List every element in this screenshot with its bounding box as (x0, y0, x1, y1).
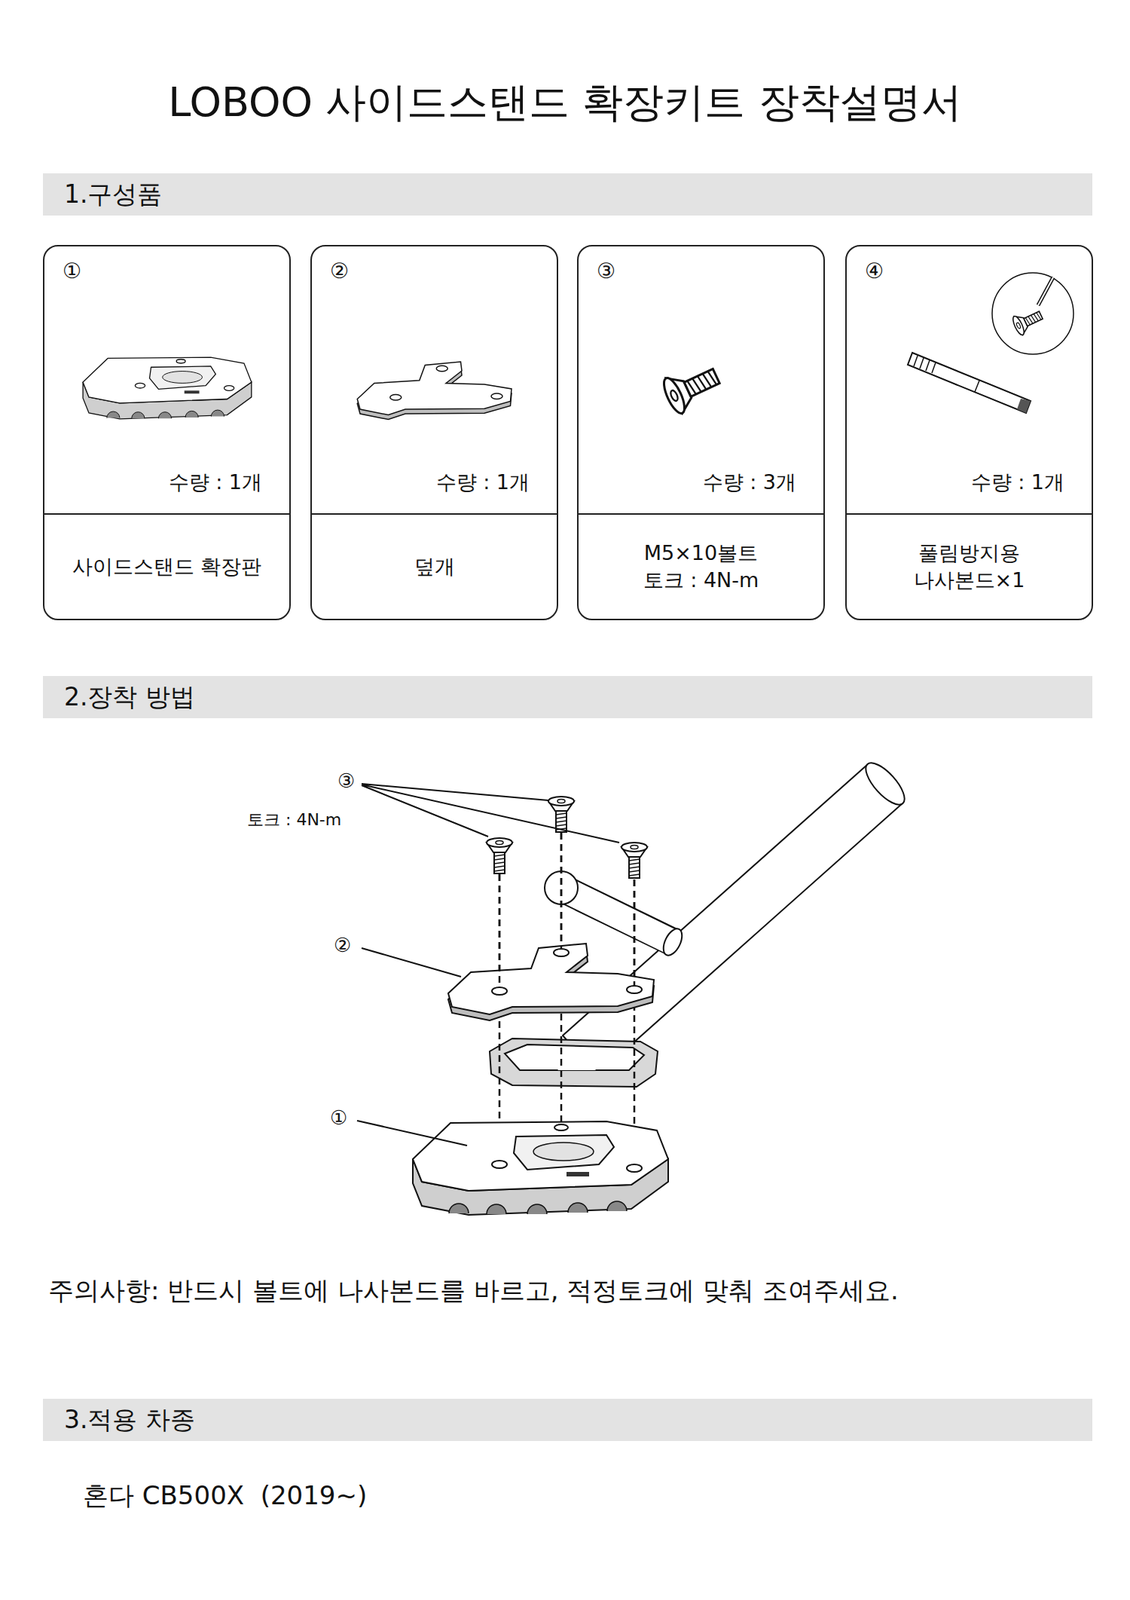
part-name: M5×10볼트 토크 : 4N-m (629, 539, 773, 595)
callout-number: ① (62, 258, 82, 285)
part-name: 풀림방지용 나사본드×1 (897, 539, 1042, 595)
divider-line (311, 513, 557, 515)
part-box: M5×10볼트 토크 : 4N-m ③ 수량 : 3개 (577, 244, 825, 620)
divider-line (846, 513, 1092, 515)
part-box: 덮개 ② 수량 : 1개 (310, 244, 559, 620)
section-heading: 2.장착 방법 (42, 675, 1093, 718)
section-band: 2.장착 방법 (42, 675, 1093, 718)
callout-number: ③ (596, 258, 616, 285)
callout-number: ② (333, 932, 352, 959)
section-band: 3.적용 차종 (42, 1398, 1093, 1441)
quantity-text: 수량 : 1개 (436, 469, 530, 495)
part-name: 덮개 (414, 552, 456, 581)
quantity-text: 수량 : 1개 (971, 469, 1065, 495)
part-box: 풀림방지용 나사본드×1 ④ 수량 : 1개 (845, 244, 1094, 620)
torque-note: 토크 : 4N-m (247, 809, 342, 831)
callout-number: ① (329, 1105, 348, 1131)
vehicle-name: 혼다 CB500X (2019~) (82, 1478, 367, 1512)
caution-note: 주의사항: 반드시 볼트에 나사본드를 바르고, 적정토크에 맞춰 조여주세요. (48, 1273, 899, 1307)
name-area: 풀림방지용 나사본드×1 (846, 514, 1092, 619)
part-box: 사이드스탠드 확장판 ① 수량 : 1개 (42, 244, 291, 620)
page-title: LOBOO 사이드스탠드 확장키트 장착설명서 (0, 78, 1130, 127)
section-heading: 3.적용 차종 (42, 1398, 1093, 1441)
name-area: M5×10볼트 토크 : 4N-m (578, 514, 824, 619)
divider-line (578, 513, 824, 515)
callout-number: ③ (337, 768, 355, 795)
callout-number: ④ (864, 258, 884, 285)
section-heading: 1.구성품 (42, 173, 1093, 216)
callout-number: ② (329, 258, 349, 285)
name-area: 덮개 (311, 514, 557, 619)
quantity-text: 수량 : 3개 (702, 469, 797, 495)
section-band: 1.구성품 (42, 173, 1093, 216)
name-area: 사이드스탠드 확장판 (44, 514, 290, 619)
divider-line (44, 513, 290, 515)
part-name: 사이드스탠드 확장판 (72, 552, 263, 581)
quantity-text: 수량 : 1개 (168, 469, 263, 495)
